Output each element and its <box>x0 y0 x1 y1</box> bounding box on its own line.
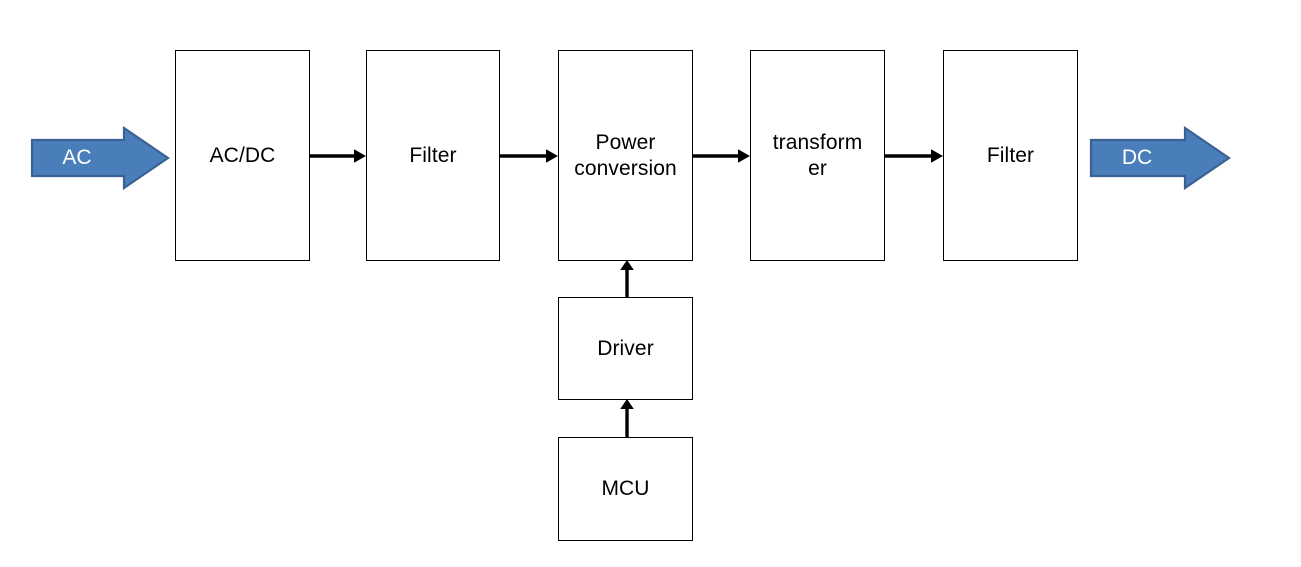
dc-arrow-shape <box>1089 125 1231 191</box>
block-mcu[interactable]: MCU <box>558 437 693 541</box>
connector-transformer-to-filter2 <box>885 149 943 163</box>
block-driver[interactable]: Driver <box>558 297 693 400</box>
block-transformer[interactable]: transform er <box>750 50 885 261</box>
ac-input-arrow[interactable]: AC <box>30 125 170 191</box>
connector-driver-to-powerconv <box>620 260 634 299</box>
block-power-conversion[interactable]: Power conversion <box>558 50 693 261</box>
block-acdc[interactable]: AC/DC <box>175 50 310 261</box>
block-filter-1-label: Filter <box>409 143 457 167</box>
block-filter-1[interactable]: Filter <box>366 50 500 261</box>
block-transformer-label: transform er <box>772 130 863 180</box>
ac-arrow-shape <box>30 125 170 191</box>
block-mcu-label: MCU <box>601 477 650 501</box>
block-acdc-label: AC/DC <box>209 143 276 167</box>
connector-filter1-to-powerconv <box>500 149 558 163</box>
connector-acdc-to-filter1 <box>310 149 366 163</box>
block-driver-label: Driver <box>597 336 654 360</box>
dc-output-arrow[interactable]: DC <box>1089 125 1231 191</box>
connector-powerconv-to-transformer <box>693 149 750 163</box>
block-filter-2-label: Filter <box>986 143 1035 167</box>
connector-mcu-to-driver <box>620 399 634 439</box>
block-power-conversion-label: Power conversion <box>574 130 677 180</box>
block-filter-2[interactable]: Filter <box>943 50 1078 261</box>
